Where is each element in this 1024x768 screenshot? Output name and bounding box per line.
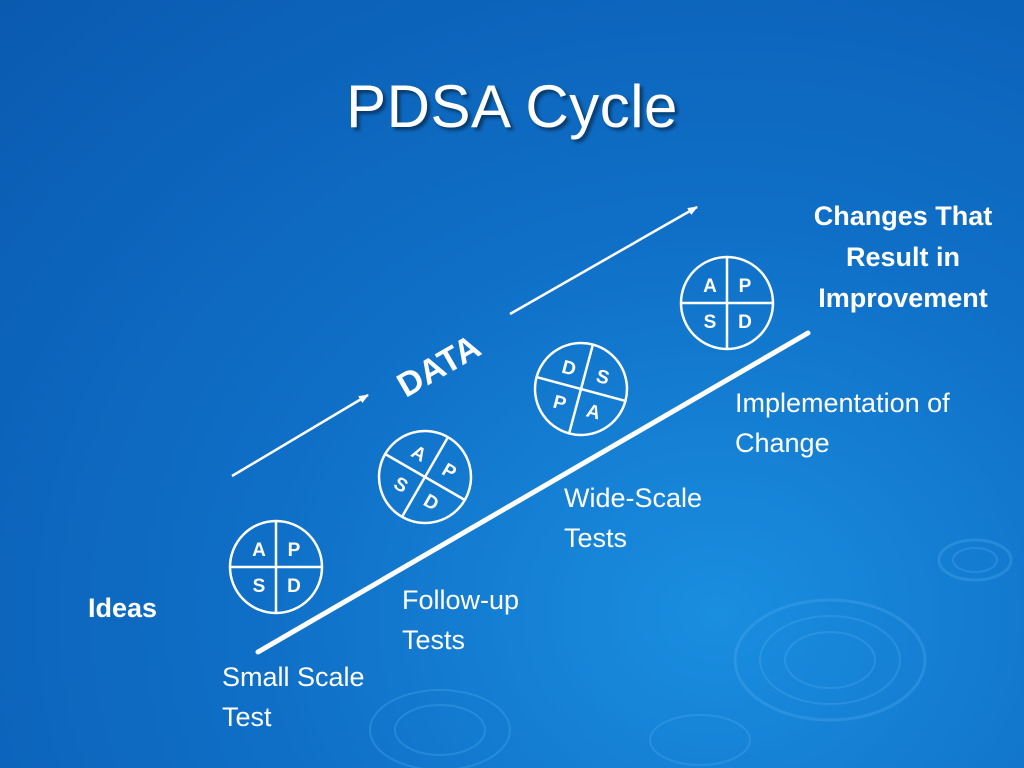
pdsa-cycle-3: D S P A [533,341,629,437]
goal-label-line-2: Result in [845,242,960,272]
stage-4-line-1: Implementation of [735,388,950,418]
goal-label-line-3: Improvement [818,283,988,313]
goal-label-line-1: Changes That [813,201,993,231]
cycle-1-study: S [253,576,266,597]
stage-follow-up-tests: Follow-up Tests [402,580,519,660]
data-arrow-upper [509,205,698,316]
cycle-2-act: A [407,442,430,467]
cycle-3-study: S [594,366,612,390]
cycle-3-do: D [559,357,578,381]
cycle-1-plan: P [288,540,301,561]
stage-small-scale-test: Small Scale Test [222,657,365,737]
cycle-4-study: S [704,312,717,333]
pdsa-cycle-2: A P S D [377,429,473,525]
cycle-1-do: D [287,576,301,597]
ramp-line [255,330,811,655]
data-arrow-lower [231,393,369,478]
stage-4-line-2: Change [735,428,830,458]
stage-3-line-1: Wide-Scale [564,483,703,513]
cycle-4-plan: P [739,276,752,297]
stage-implementation: Implementation of Change [735,383,950,463]
stage-2-line-2: Tests [402,625,466,655]
cycle-2-plan: P [438,459,460,484]
ripple-decoration [369,538,1013,768]
stage-1-line-1: Small Scale [222,662,365,692]
pdsa-cycle-1: A P S D [228,519,324,615]
data-label: DATA [391,327,487,405]
pdsa-cycle-4: A P S D [679,255,775,351]
cycle-2-do: D [420,490,442,515]
cycle-4-act: A [703,276,717,297]
stage-1-line-2: Test [222,702,272,732]
cycle-2-study: S [390,473,411,498]
stage-wide-scale-tests: Wide-Scale Tests [564,478,702,558]
stage-3-line-2: Tests [564,523,628,553]
cycle-1-act: A [252,540,266,561]
cycle-4-do: D [738,312,752,333]
cycle-3-plan: P [551,392,569,416]
cycle-3-act: A [584,401,603,425]
goal-label: Changes That Result in Improvement [778,196,1024,319]
slide-title: PDSA Cycle [346,73,678,140]
stage-2-line-1: Follow-up [402,585,520,615]
ideas-label: Ideas [88,593,158,623]
